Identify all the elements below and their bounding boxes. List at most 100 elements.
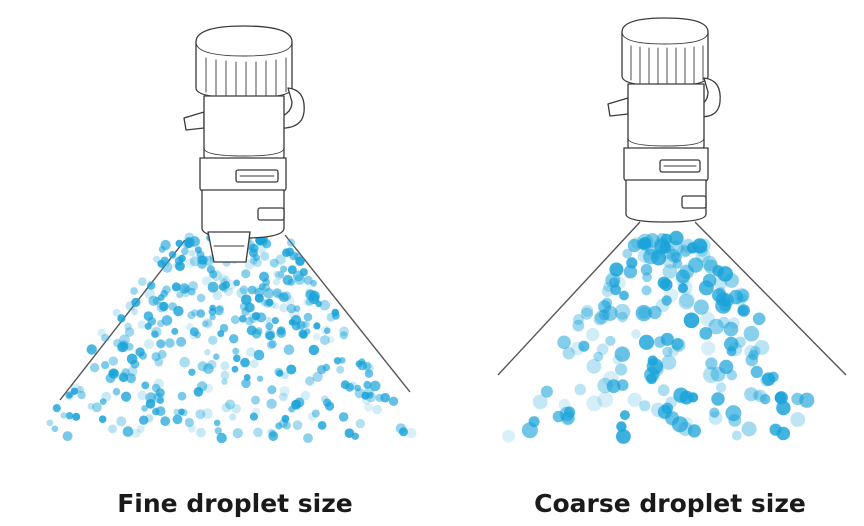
coarse-droplet <box>776 426 791 441</box>
fine-droplet <box>189 330 199 340</box>
coarse-droplet <box>715 382 727 393</box>
fine-droplet <box>72 412 81 421</box>
fine-droplet <box>202 408 213 419</box>
coarse-droplet <box>699 327 713 340</box>
fine-droplet <box>303 433 313 443</box>
coarse-droplet <box>678 421 693 436</box>
fine-droplet <box>249 257 258 265</box>
coarse-droplet <box>581 304 594 317</box>
coarse-droplet <box>644 367 660 383</box>
fine-droplet <box>187 424 196 433</box>
coarse-droplet <box>711 392 725 406</box>
coarse-droplet <box>637 239 648 250</box>
fine-droplet <box>267 428 275 436</box>
fine-droplet <box>173 408 181 416</box>
fine-droplet <box>65 412 74 420</box>
fine-droplet <box>358 358 366 366</box>
fine-droplet <box>205 319 212 327</box>
coarse-droplet <box>602 305 618 321</box>
fine-droplet <box>266 398 277 409</box>
coarse-droplet <box>502 429 515 443</box>
fine-droplet <box>185 258 195 268</box>
fine-droplet <box>281 371 289 380</box>
fine-droplet <box>265 322 274 331</box>
fine-droplet <box>250 253 258 262</box>
fine-droplet <box>204 349 211 356</box>
fine-droplet <box>127 366 138 377</box>
coarse-droplet <box>704 259 719 274</box>
fine-droplet <box>245 317 254 326</box>
fine-droplet <box>303 298 311 306</box>
fine-droplet <box>180 408 188 417</box>
fine-droplet <box>317 421 327 430</box>
fine-droplet <box>65 392 73 400</box>
coarse-droplet <box>573 314 584 325</box>
coarse-spray-edge-right <box>694 221 847 376</box>
fine-droplet <box>269 258 279 268</box>
fine-droplet <box>196 427 206 438</box>
coarse-droplet <box>682 417 693 428</box>
coarse-droplet <box>580 307 594 320</box>
coarse-droplet <box>602 371 619 387</box>
coarse-droplet <box>750 365 763 378</box>
fine-droplet <box>97 328 106 338</box>
fine-droplet <box>77 390 86 400</box>
fine-droplet <box>131 297 141 307</box>
fine-droplet <box>321 325 331 335</box>
fine-droplet <box>105 373 116 384</box>
coarse-droplet <box>752 312 766 326</box>
fine-spray-edge-right <box>284 234 411 393</box>
fine-droplet <box>224 287 234 297</box>
fine-droplet <box>212 290 223 301</box>
coarse-droplet <box>586 395 603 412</box>
coarse-droplet <box>723 321 739 337</box>
coarse-droplet <box>601 285 614 297</box>
coarse-droplet <box>578 340 590 352</box>
fine-droplet <box>229 334 239 344</box>
coarse-droplet <box>705 357 718 370</box>
coarse-droplet <box>656 233 668 244</box>
fine-droplet <box>269 301 276 309</box>
fine-droplet <box>101 391 112 402</box>
fine-droplet <box>264 329 276 340</box>
coarse-droplet <box>713 276 728 290</box>
fine-droplet <box>77 386 85 394</box>
fine-droplet <box>119 343 127 351</box>
fine-droplet <box>291 321 301 331</box>
fine-droplet <box>66 393 74 401</box>
fine-droplet <box>231 365 239 373</box>
fine-droplet <box>208 335 218 345</box>
coarse-droplet <box>560 412 574 426</box>
coarse-droplet <box>586 358 602 374</box>
fine-droplet <box>232 347 240 355</box>
fine-droplet <box>209 270 218 279</box>
fine-droplet <box>136 425 145 434</box>
coarse-droplet <box>671 338 686 352</box>
fine-droplet <box>168 302 177 311</box>
fine-droplet <box>141 405 149 412</box>
fine-droplet <box>247 285 257 295</box>
fine-droplet <box>240 357 250 368</box>
fine-droplet <box>388 396 399 406</box>
coarse-droplet <box>557 335 571 350</box>
coarse-droplet <box>639 400 651 412</box>
coarse-droplet <box>728 342 743 357</box>
coarse-droplet <box>574 383 587 396</box>
fine-droplet <box>213 419 221 427</box>
fine-droplet <box>196 309 206 318</box>
fine-droplet <box>246 347 256 357</box>
fine-droplet <box>60 412 67 419</box>
coarse-droplet <box>642 272 652 283</box>
coarse-droplet <box>774 391 788 405</box>
coarse-droplet <box>616 429 631 444</box>
coarse-droplet <box>671 338 684 351</box>
fine-droplet <box>399 427 408 437</box>
fine-droplet <box>272 302 280 310</box>
fine-droplet <box>229 413 237 421</box>
coarse-droplet <box>562 347 575 360</box>
coarse-droplet <box>719 300 731 312</box>
fine-droplet <box>282 421 291 430</box>
fine-droplet <box>184 237 195 248</box>
fine-droplet <box>305 376 315 386</box>
fine-droplet <box>340 380 350 390</box>
